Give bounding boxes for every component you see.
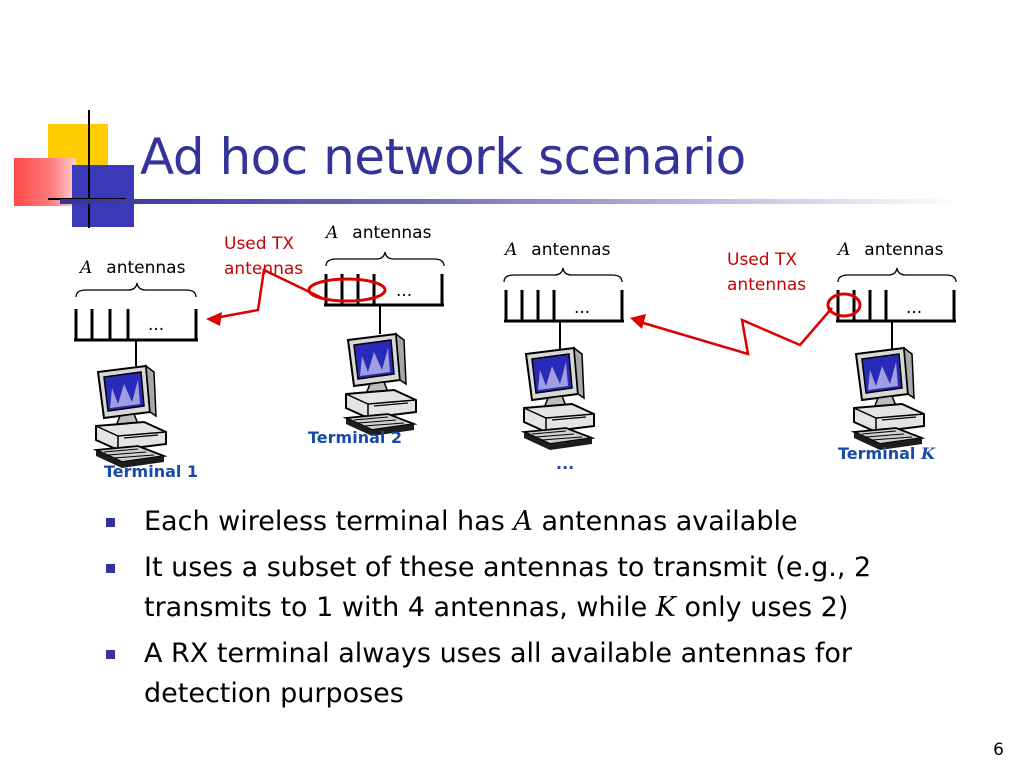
terminal-1-label: Terminal 1: [104, 462, 199, 481]
bullet-list: Each wireless terminal has A antennas av…: [104, 502, 984, 720]
bullet-square-icon: [106, 650, 115, 659]
terminal-k-computer-icon: [853, 347, 925, 451]
terminal-middle-computer-icon: [523, 347, 595, 451]
slide-title: Ad hoc network scenario: [140, 128, 746, 186]
lightning-link-icon: [206, 268, 323, 326]
terminal-k-label: Terminal K: [838, 444, 935, 463]
bullet-square-icon: [106, 564, 115, 573]
lightning-link-icon: [630, 307, 833, 356]
terminal-1-dots: ...: [148, 315, 165, 335]
terminal-middle-label: ...: [556, 454, 575, 473]
used-tx-label-left: Used TX antennas: [224, 234, 304, 279]
network-diagram: [74, 251, 957, 469]
terminal-2-computer-icon: [345, 333, 417, 437]
terminal-2-dots: ...: [396, 281, 413, 301]
terminal-middle-antenna-array-icon: [503, 267, 624, 350]
terminal-middle-dots: ...: [574, 298, 591, 318]
terminal-2-used-antennas-highlight: [307, 277, 387, 303]
bullet-item: Each wireless terminal has A antennas av…: [104, 502, 984, 542]
terminal-k-dots: ...: [906, 298, 923, 318]
terminal-1-computer-icon: [95, 365, 167, 469]
title-underline: [60, 199, 960, 204]
used-tx-label-right: Used TX antennas: [727, 250, 807, 295]
bullet-item: It uses a subset of these antennas to tr…: [104, 548, 984, 628]
title-decoration-line: [88, 110, 90, 228]
bullet-square-icon: [106, 518, 115, 527]
terminal-1-antenna-array-icon: [74, 282, 198, 366]
terminal-k-antenna-array-icon: [836, 267, 957, 350]
terminal-k-used-antennas-highlight: [826, 292, 862, 318]
bullet-item: A RX terminal always uses all available …: [104, 634, 984, 714]
page-number: 6: [993, 740, 1004, 760]
title-decoration-blue: [72, 165, 134, 227]
terminal-2-label: Terminal 2: [308, 428, 403, 447]
